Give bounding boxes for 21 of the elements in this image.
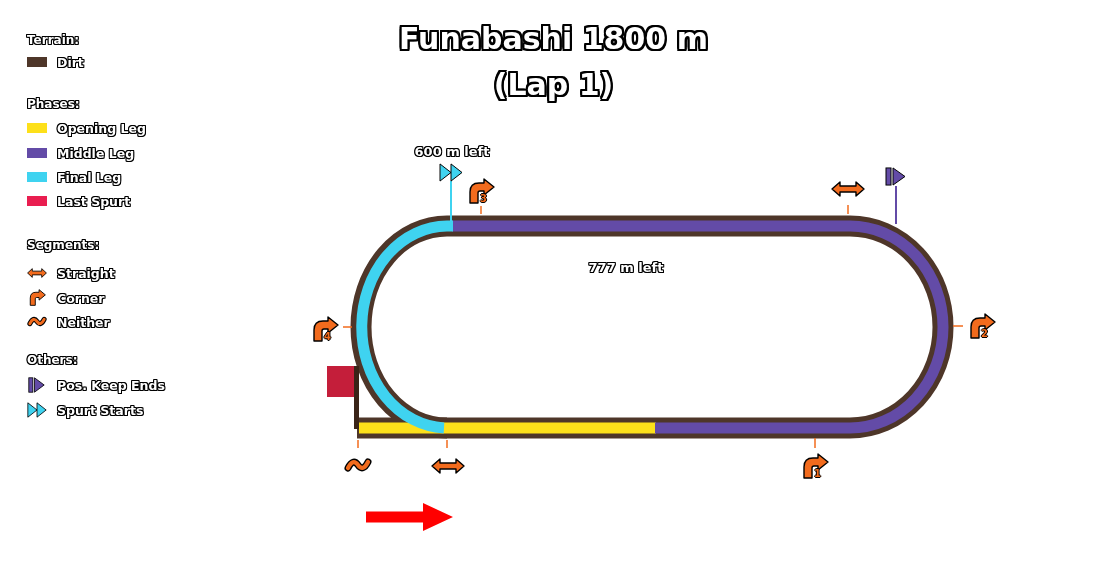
legend-heading: Segments:: [27, 237, 100, 253]
corner-number: 2: [981, 327, 988, 339]
title: Funabashi 1800 m (Lap 1): [398, 20, 709, 105]
legend-label: Straight: [57, 265, 115, 281]
corner-number: 4: [324, 330, 331, 342]
distance-label: 600 m left: [414, 144, 490, 160]
legend-label: Last Spurt: [57, 193, 131, 209]
distance-label: 777 m left: [588, 260, 664, 276]
legend-label: Corner: [57, 290, 105, 306]
legend-label: Pos. Keep Ends: [57, 377, 165, 393]
corner-number: 1: [814, 467, 821, 479]
legend-label: Neither: [57, 314, 110, 330]
legend-label: Middle Leg: [57, 145, 135, 161]
corner-number: 3: [480, 192, 487, 204]
legend-heading: Phases:: [27, 96, 80, 112]
legend-label: Final Leg: [57, 169, 122, 185]
legend-label: Spurt Starts: [57, 402, 144, 418]
legend-label: Opening Leg: [57, 120, 146, 136]
legend-label: Dirt: [57, 54, 84, 70]
legend-heading: Others:: [27, 352, 78, 368]
legend-heading: Terrain:: [27, 32, 80, 48]
